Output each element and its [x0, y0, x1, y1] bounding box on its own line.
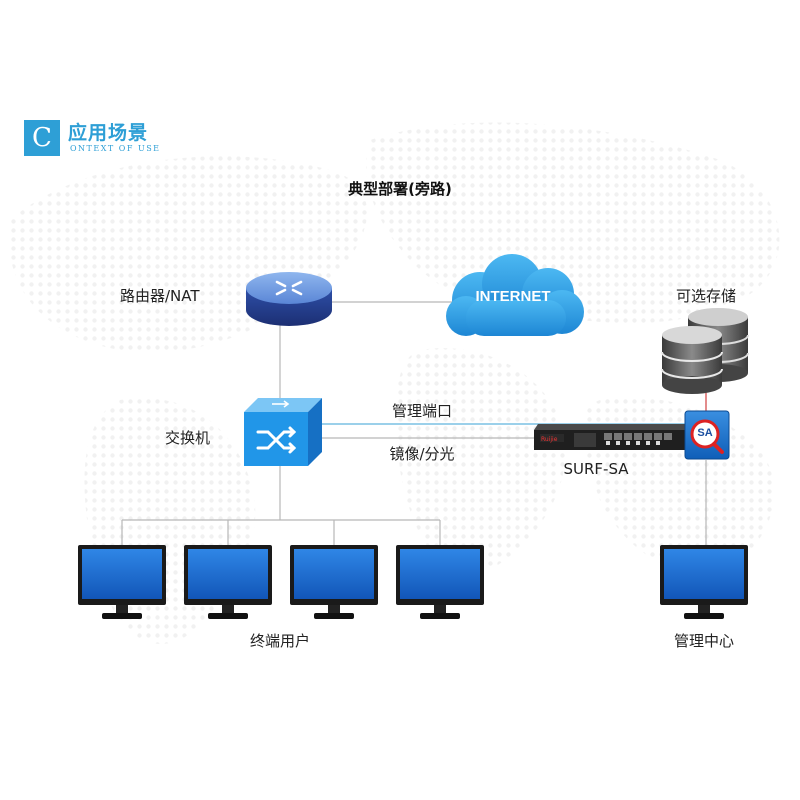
switch-icon [244, 398, 322, 466]
diagram-title: 典型部署(旁路) [348, 180, 452, 198]
endpoint-monitor-1 [78, 545, 166, 625]
storage-icon [661, 308, 749, 394]
mirror-label: 镜像/分光 [389, 445, 455, 463]
monitor-icon [290, 545, 378, 619]
endpoint-monitor-2 [184, 545, 272, 625]
endpoint-monitor-4 [396, 545, 484, 625]
section-title: 应用场景 [68, 122, 149, 144]
mgmt-port-label: 管理端口 [391, 402, 453, 420]
sa-badge-icon [684, 410, 730, 460]
mgmt-center-monitor [660, 545, 748, 625]
mgmt-center-label: 管理中心 [673, 632, 735, 650]
endpoint-monitor-3 [290, 545, 378, 625]
internet-label: INTERNET [475, 288, 551, 305]
monitor-icon [184, 545, 272, 619]
logo-icon: C [24, 120, 60, 156]
monitor-icon [660, 545, 748, 619]
internet-cloud-icon [446, 254, 584, 336]
sa-badge-text: SA [697, 427, 713, 439]
storage-label: 可选存储 [675, 287, 737, 305]
switch-label: 交换机 [165, 429, 211, 447]
monitor-icon [396, 545, 484, 619]
endpoints-label: 终端用户 [249, 632, 311, 650]
appliance-label: SURF-SA [563, 460, 629, 478]
router-label: 路由器/NAT [120, 287, 200, 305]
svg-text:Ruijie: Ruijie [541, 436, 558, 443]
monitor-icon [78, 545, 166, 619]
section-subtitle: ONTEXT OF USE [70, 144, 161, 153]
appliance-icon: Ruijie [534, 424, 690, 450]
router-icon [246, 272, 332, 326]
